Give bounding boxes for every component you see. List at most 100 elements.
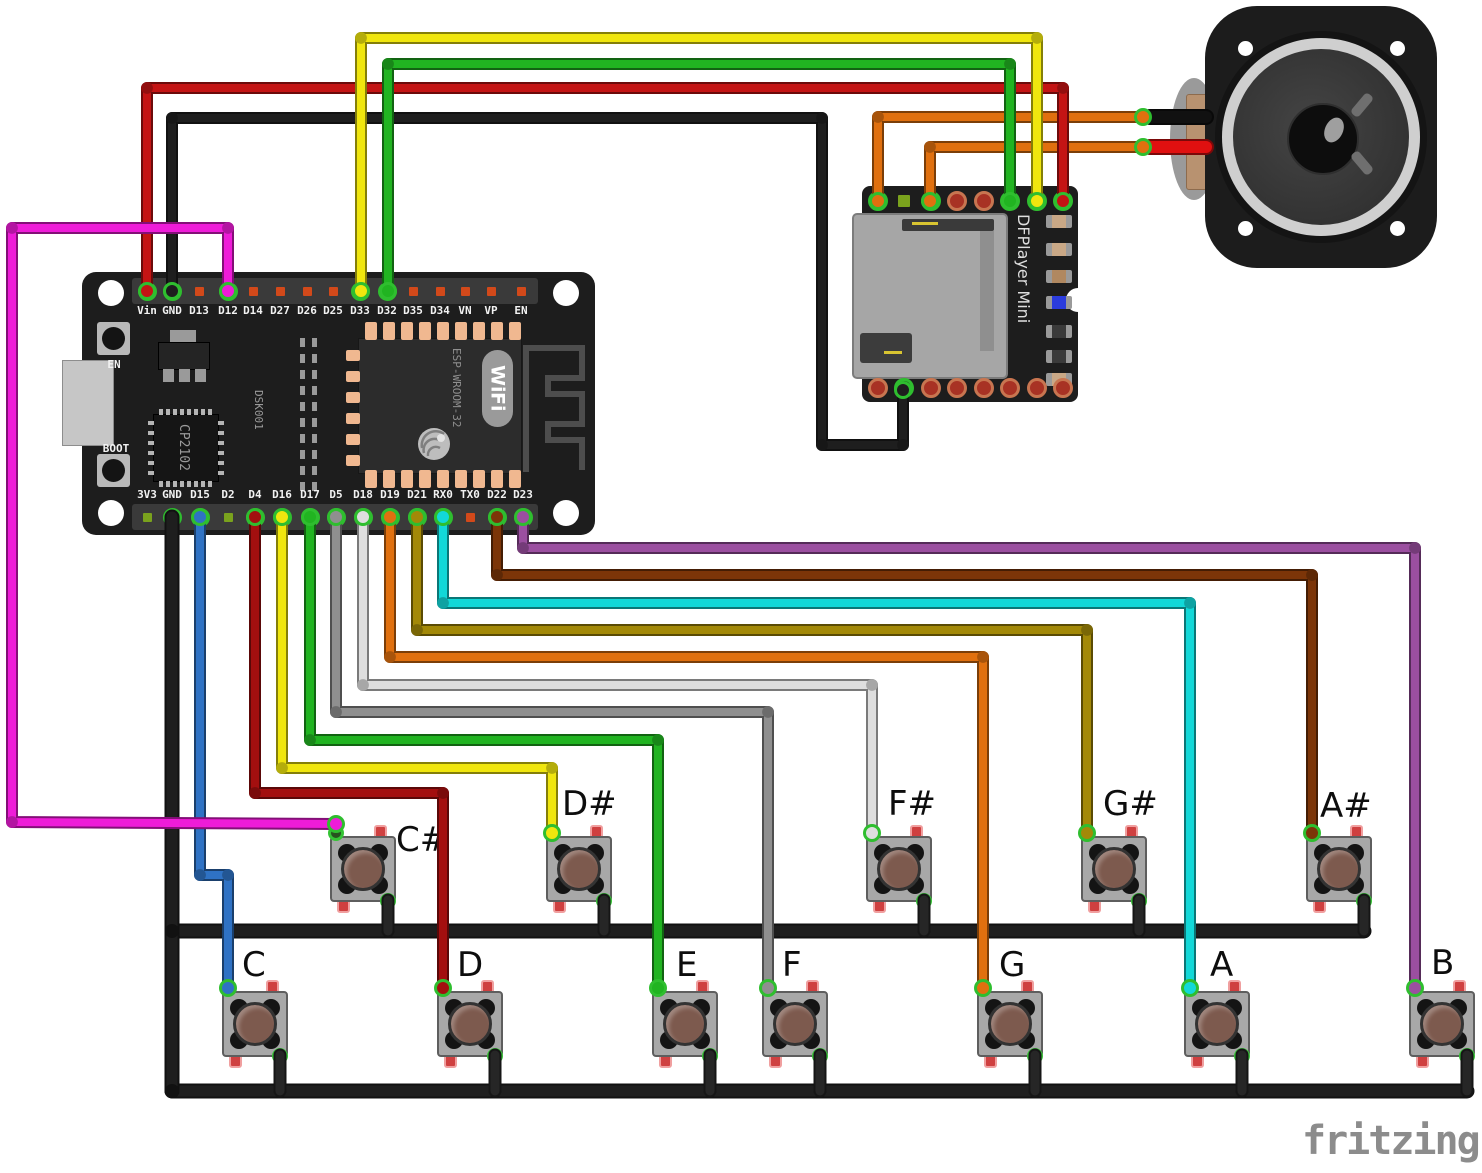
pin-D26 [302, 286, 312, 296]
pin-D13 [194, 286, 204, 296]
pin-label-EN: EN [514, 304, 528, 317]
pin-label-D17: D17 [300, 488, 320, 501]
wire-d5-to-f [332, 513, 772, 992]
chip-pin [180, 481, 184, 487]
note-button-B[interactable]: B [1407, 943, 1475, 1068]
button-cap[interactable] [877, 847, 921, 891]
bend-point [222, 222, 234, 234]
smd-body [1052, 243, 1066, 256]
pin-label-D18: D18 [353, 488, 373, 501]
pin-3V3 [142, 512, 152, 522]
button-cap[interactable] [1092, 847, 1136, 891]
pin-GND [162, 507, 182, 527]
button-cap[interactable] [557, 847, 601, 891]
pin-D17 [300, 507, 320, 527]
speaker-dust-cap [1287, 103, 1359, 175]
dfplayer-pin [868, 378, 888, 398]
note-button-D#[interactable]: D# [544, 784, 617, 913]
wire-d23-to-b [519, 513, 1419, 992]
module-pad-left [346, 350, 360, 361]
pin-D34 [435, 286, 445, 296]
note-label-F#: F# [888, 784, 937, 824]
bend-point [6, 816, 18, 828]
via [300, 434, 305, 443]
pin-label-D12: D12 [218, 304, 238, 317]
note-button-E[interactable]: E [650, 945, 718, 1068]
chip-pin [218, 431, 224, 435]
dfplayer-pin [1000, 191, 1020, 211]
sd-card-contact-strip [902, 219, 994, 231]
note-button-A[interactable]: A [1182, 945, 1250, 1068]
dfplayer-pin [921, 191, 941, 211]
module-pad-top [383, 322, 395, 340]
pin-D14 [248, 286, 258, 296]
via [300, 370, 305, 379]
button-pin-ground [1131, 893, 1147, 909]
note-label-B: B [1431, 943, 1455, 983]
pin-label-Vin: Vin [137, 304, 157, 317]
wire-edge-d16-to-d-sharp [276, 511, 558, 839]
pin-label-GND: GND [162, 488, 182, 501]
dfplayer-pin [868, 191, 888, 211]
module-pad-bottom [401, 470, 413, 488]
note-button-F#[interactable]: F# [864, 784, 936, 913]
button-cap[interactable] [448, 1002, 492, 1046]
bend-point [762, 706, 774, 718]
wire-d17-to-e [306, 513, 662, 992]
note-label-A: A [1210, 945, 1234, 985]
via [300, 354, 305, 363]
button-cap[interactable] [773, 1002, 817, 1046]
chip-pin [208, 409, 212, 415]
button-pin-signal [1304, 825, 1320, 841]
button-cap[interactable] [663, 1002, 707, 1046]
connection-pad [1134, 108, 1152, 126]
button-cap[interactable] [988, 1002, 1032, 1046]
voltage-regulator-body [158, 342, 210, 370]
speaker-hole [1238, 41, 1253, 56]
note-button-C[interactable]: C [220, 945, 288, 1068]
en-button[interactable] [97, 322, 130, 355]
usb-connector [62, 360, 114, 446]
button-cap[interactable] [233, 1002, 277, 1046]
chip-pin [180, 409, 184, 415]
pin-D23 [513, 507, 533, 527]
button-pin-ground [1234, 1048, 1250, 1064]
regulator-leg [163, 369, 174, 382]
pin-label-D23: D23 [513, 488, 533, 501]
note-label-C#: C# [396, 820, 449, 860]
en-button-cap[interactable] [102, 327, 125, 350]
button-pin-signal [435, 980, 451, 996]
chip-pin [194, 481, 198, 487]
pin-VP [486, 286, 496, 296]
note-button-A#[interactable]: A# [1304, 786, 1372, 913]
boot-button-cap[interactable] [102, 459, 125, 482]
button-cap[interactable] [341, 847, 385, 891]
button-cap[interactable] [1420, 1002, 1464, 1046]
bend-point [1057, 82, 1069, 94]
button-pin-ground [1356, 893, 1372, 909]
pin-label-D2: D2 [221, 488, 235, 501]
chip-pin [148, 451, 154, 455]
note-button-G[interactable]: G [975, 945, 1043, 1068]
pin-label-GND: GND [162, 304, 182, 317]
note-label-G: G [999, 945, 1026, 985]
module-pad-top [401, 322, 413, 340]
chip-pin [218, 441, 224, 445]
bend-point [1031, 32, 1043, 44]
smd-component [1046, 296, 1072, 309]
dfplayer-pin [1053, 378, 1073, 398]
boot-button[interactable] [97, 454, 130, 487]
module-pad-bottom [365, 470, 377, 488]
pin-TX0 [465, 512, 475, 522]
wire-rx0-to-a [439, 513, 1194, 992]
button-cap[interactable] [1195, 1002, 1239, 1046]
note-button-F[interactable]: F [760, 945, 828, 1068]
button-cap[interactable] [1317, 847, 1361, 891]
note-button-C#[interactable]: C# [328, 820, 448, 913]
pin-D15 [190, 507, 210, 527]
pin-D25 [328, 286, 338, 296]
pin-label-TX0: TX0 [460, 488, 480, 501]
wire-edge-d17-to-e [304, 511, 664, 994]
note-button-G#[interactable]: G# [1079, 784, 1158, 913]
note-button-D[interactable]: D [435, 945, 503, 1068]
